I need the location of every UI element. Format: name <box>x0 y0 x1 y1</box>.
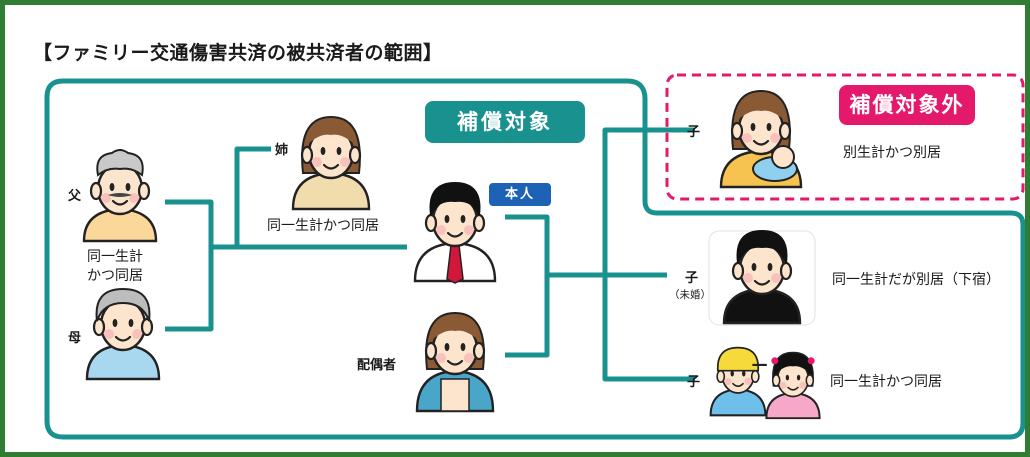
child-unmarried-note: （未婚） <box>669 289 711 301</box>
child-home-label: 子 <box>687 375 701 390</box>
child-home-boy-figure <box>709 346 767 417</box>
child-excluded-figure <box>719 89 803 189</box>
child-dorm-note: 同一生計だが別居（下宿） <box>832 272 1000 288</box>
family-lines <box>165 127 695 382</box>
mother-label: 母 <box>68 331 82 346</box>
spouse-figure <box>415 311 495 413</box>
coverage-boundary <box>44 78 1025 440</box>
self-figure <box>413 181 497 284</box>
spouse-label: 配偶者 <box>357 358 397 373</box>
not-covered-badge: 補償対象外 <box>839 85 975 125</box>
diagram-graphics <box>44 73 1025 440</box>
sister-figure <box>291 115 371 211</box>
excluded-boundary <box>665 73 1025 201</box>
father-figure <box>82 149 158 243</box>
child-home-note: 同一生計かつ同居 <box>830 374 942 390</box>
parents-note-line2: かつ同居 <box>87 268 143 284</box>
covered-badge: 補償対象 <box>425 101 585 143</box>
child-excluded-note: 別生計かつ別居 <box>843 145 941 161</box>
child-excluded-label: 子 <box>687 125 701 140</box>
sister-note: 同一生計かつ同居 <box>267 218 379 234</box>
child-dorm-figure <box>722 229 802 325</box>
mother-figure <box>85 287 161 381</box>
child-dorm-label: 子 <box>685 271 699 286</box>
father-label: 父 <box>68 189 82 204</box>
parents-note-line1: 同一生計 <box>87 249 143 265</box>
child-home-girl-figure <box>765 351 821 420</box>
sister-label: 姉 <box>275 143 289 158</box>
diagram-title: 【ファミリー交通傷害共済の被共済者の範囲】 <box>33 42 443 64</box>
self-badge: 本人 <box>489 183 551 206</box>
